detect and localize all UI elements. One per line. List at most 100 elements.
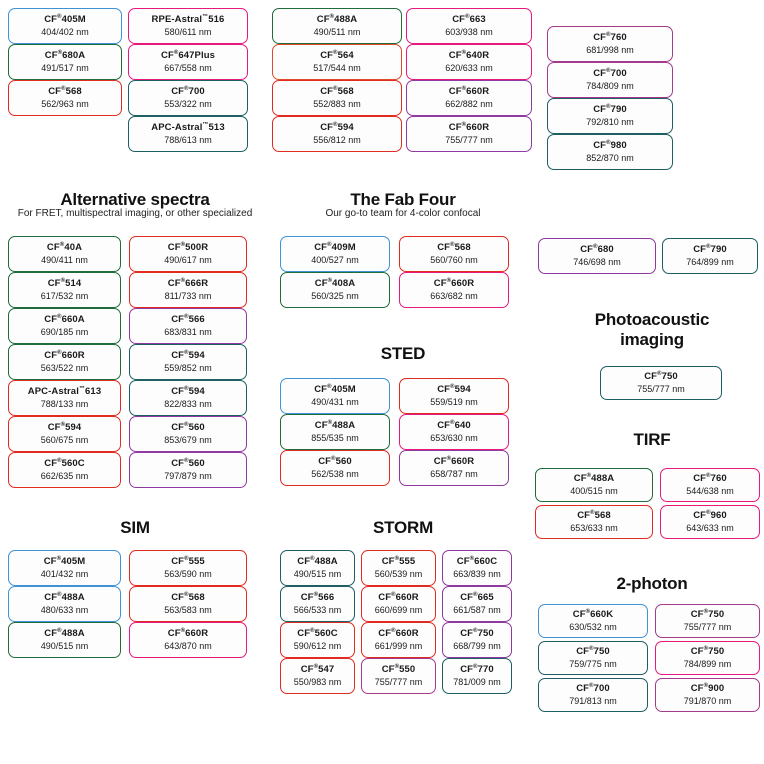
dye-code: 700 [593,683,610,695]
trademark-mark: ® [461,49,467,56]
dye-wavelengths: 690/185 nm [40,326,89,337]
dye-brand: CF [171,314,185,326]
trademark-mark: ® [450,241,455,248]
dye-name: CF®568 [48,86,82,98]
trademark-mark: ® [313,591,319,598]
dye-name: CF®566 [171,314,205,326]
dye-brand: CF [44,350,58,362]
section-title-fab-four: The Fab Four [350,190,456,209]
dye-code: 750 [708,646,725,658]
dye-name: CF®405M [314,384,356,396]
dye-name: CF®560 [171,422,205,434]
dye-wavelengths: 563/522 nm [40,362,89,373]
dye-brand: CF [433,456,447,468]
trademark-mark: ® [59,241,65,248]
dye-brand: CF [576,683,590,695]
trademark-mark: ® [331,455,336,462]
dye-name: CF®660R [378,592,419,604]
trademark-mark: ® [57,13,62,20]
trademark-mark: ® [585,608,591,615]
dye-brand: CF [693,244,707,256]
trademark-mark: ® [180,277,186,284]
dye-wavelengths: 852/870 nm [586,152,634,163]
dye-code: 488A [61,628,85,640]
dye-code: 566 [318,592,335,604]
